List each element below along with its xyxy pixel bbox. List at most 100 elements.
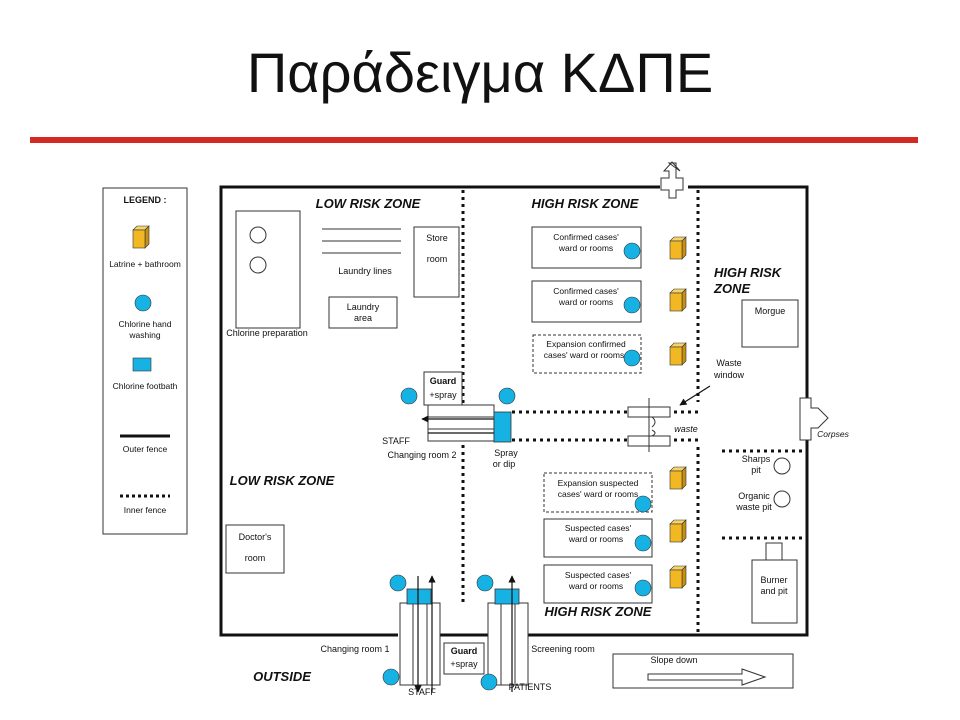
legend: LEGEND : Latrine + bathroom Chlorine han…	[102, 187, 188, 535]
legend-footbath-label: Chlorine footbath	[113, 381, 178, 391]
zone-label-high-bottom: HIGH RISK ZONE	[545, 604, 652, 619]
doctors-room-label-2: room	[245, 553, 266, 563]
footbath-icon	[493, 411, 512, 443]
corpses-exit-arrow-icon	[799, 397, 829, 441]
changing-room-2-label: Changing room 2	[387, 450, 456, 460]
hand-washing-icon	[389, 574, 407, 592]
sharps-pit-icon	[773, 457, 791, 475]
legend-hand-washing-label-2: washing	[128, 330, 160, 340]
zone-label-outside: OUTSIDE	[253, 669, 311, 684]
footbath-icon	[494, 588, 520, 605]
confirmed-ward-1-label-b: ward or rooms	[558, 243, 613, 253]
title-divider	[30, 137, 918, 143]
zone-label-low-mid: LOW RISK ZONE	[230, 473, 335, 488]
spray-label-2: or dip	[493, 459, 516, 469]
chlorine-preparation-room	[235, 210, 301, 329]
latrine-icon	[669, 565, 687, 589]
exit-top-arrow-icon	[660, 161, 684, 199]
hand-washing-icon	[634, 534, 652, 552]
corpses-label: Corpses	[817, 429, 849, 439]
hand-washing-icon	[382, 668, 400, 686]
hand-washing-icon	[634, 579, 652, 597]
latrine-icon	[669, 466, 687, 490]
confirmed-ward-1-label-a: Confirmed cases'	[553, 232, 619, 242]
changing-room-1-label: Changing room 1	[320, 644, 389, 654]
laundry-area	[328, 296, 398, 329]
laundry-lines-label: Laundry lines	[338, 266, 392, 276]
burner-label-1: Burner	[760, 575, 787, 585]
latrine-icon	[669, 342, 687, 366]
laundry-lines	[322, 228, 401, 254]
store-room-label-1: Store	[426, 233, 448, 243]
confirmed-ward-1	[531, 226, 642, 269]
sharps-pit-label-1: Sharps	[742, 454, 771, 464]
legend-heading: LEGEND :	[123, 195, 166, 205]
morgue-label: Morgue	[755, 306, 786, 316]
changing-room-1	[399, 602, 441, 686]
hand-washing-icon	[400, 387, 418, 405]
morgue	[741, 299, 799, 348]
waste-window-label-1: Waste	[716, 358, 741, 368]
slope-down-indicator	[612, 653, 794, 689]
latrine-icon	[669, 519, 687, 543]
burner-chimney	[765, 542, 783, 561]
staff-label-bottom: STAFF	[408, 687, 436, 697]
latrine-icon	[669, 236, 687, 260]
guard-bottom-label-1: Guard	[451, 646, 478, 656]
waste-label: waste	[674, 424, 698, 434]
expansion-confirmed-label-b: cases' ward or rooms	[544, 350, 625, 360]
confirmed-ward-2-label-b: ward or rooms	[558, 297, 613, 307]
zone-label-low-top: LOW RISK ZONE	[316, 196, 421, 211]
legend-outer-fence-label: Outer fence	[123, 444, 168, 454]
expansion-suspected-label-a: Expansion suspected	[558, 478, 639, 488]
waste-window-pointer-arrow	[679, 385, 711, 406]
expansion-suspected-label-b: cases' ward or rooms	[558, 489, 639, 499]
latrine-icon	[132, 225, 150, 249]
hand-washing-icon	[623, 349, 641, 367]
hand-washing-icon	[634, 495, 652, 513]
expansion-confirmed-label-a: Expansion confirmed	[546, 339, 626, 349]
hand-washing-icon	[480, 673, 498, 691]
zone-label-high-right-2: ZONE	[713, 281, 750, 296]
laundry-area-label-1: Laundry	[347, 302, 380, 312]
doctors-room	[225, 524, 285, 574]
burner-label-2: and pit	[760, 586, 788, 596]
suspected-ward-2-label-a: Suspected cases'	[565, 570, 632, 580]
patients-label: PATIENTS	[509, 682, 552, 692]
staff-label-mid: STAFF	[382, 436, 410, 446]
chlorine-drum-icon	[249, 256, 267, 274]
guard-top-label-1: Guard	[430, 376, 457, 386]
screening-room-label: Screening room	[531, 644, 595, 654]
chlorine-preparation-label: Chlorine preparation	[226, 328, 308, 338]
confirmed-ward-2-label-a: Confirmed cases'	[553, 286, 619, 296]
hand-washing-icon	[623, 296, 641, 314]
latrine-icon	[669, 288, 687, 312]
suspected-ward-2-label-b: ward or rooms	[568, 581, 623, 591]
guard-post-top	[423, 371, 463, 406]
sharps-pit-label-2: pit	[751, 465, 761, 475]
expansion-suspected-ward	[543, 472, 653, 513]
suspected-ward-2	[543, 564, 653, 604]
store-room	[413, 226, 460, 298]
inner-fences	[461, 190, 807, 632]
waste-window-label-2: window	[713, 370, 745, 380]
chlorine-drum-icon	[249, 226, 267, 244]
hand-washing-icon	[623, 242, 641, 260]
slope-arrow-icon	[647, 668, 767, 686]
burner-and-pit	[751, 559, 798, 624]
guard-top-label-2: +spray	[429, 390, 457, 400]
suspected-ward-1-label-a: Suspected cases'	[565, 523, 632, 533]
doctors-room-label-1: Doctor's	[239, 532, 272, 542]
zone-label-high-right-1: HIGH RISK	[714, 265, 783, 280]
store-room-label-2: room	[427, 254, 448, 264]
organic-pit-label-2: waste pit	[735, 502, 772, 512]
confirmed-ward-2	[531, 280, 642, 323]
hand-washing-icon	[498, 387, 516, 405]
legend-inner-fence-label: Inner fence	[124, 505, 167, 515]
guard-bottom-label-2: +spray	[450, 659, 478, 669]
spray-label-1: Spray	[494, 448, 518, 458]
changing-room-2	[427, 404, 495, 442]
footbath-icon	[406, 588, 432, 605]
suspected-ward-1-label-b: ward or rooms	[568, 534, 623, 544]
